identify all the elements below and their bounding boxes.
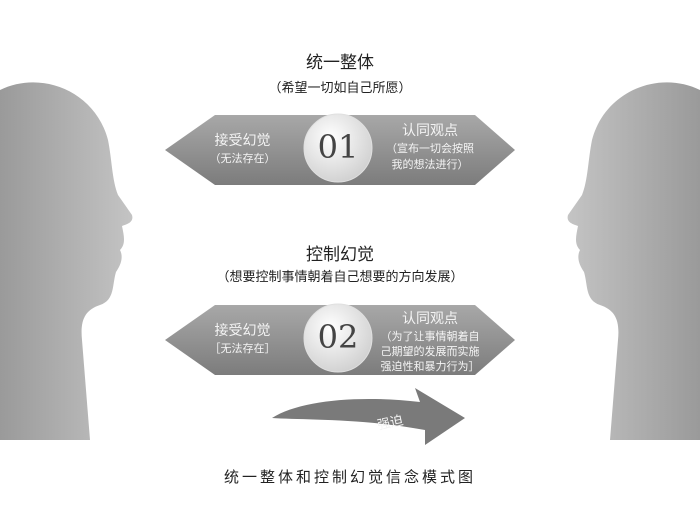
middle-right-title: 认同观点 xyxy=(402,311,458,327)
middle-number-circle xyxy=(303,303,373,373)
top-left-title: 接受幻觉 xyxy=(214,133,271,149)
top-left-sub: （无法存在） xyxy=(209,152,276,165)
middle-number: 02 xyxy=(317,318,359,356)
caption: 统一整体和控制幻觉信念模式图 xyxy=(223,468,476,486)
top-subtitle: （希望一切如自己所愿） xyxy=(268,81,412,96)
top-right-sub2: 我的想法进行） xyxy=(391,158,469,171)
middle-left-title: 接受幻觉 xyxy=(214,323,271,339)
middle-subtitle: （想要控制事情朝着自己想要的方向发展） xyxy=(216,270,464,285)
left-head-silhouette xyxy=(0,82,133,440)
top-right-sub1: （宣布一切会按照 xyxy=(386,142,474,155)
middle-right-sub1: （为了让事情朝着自 xyxy=(380,330,480,343)
middle-left-sub: ［无法存在］ xyxy=(209,342,276,355)
middle-title: 控制幻觉 xyxy=(306,245,374,265)
top-title: 统一整体 xyxy=(306,53,374,73)
top-number: 01 xyxy=(317,128,359,166)
top-number-circle xyxy=(303,113,373,183)
middle-right-sub2: 己期望的发展而实施 xyxy=(380,345,480,358)
curved-arrow xyxy=(272,388,465,445)
right-head-silhouette xyxy=(567,82,700,440)
top-right-title: 认同观点 xyxy=(402,123,458,139)
middle-right-sub3: 强迫性和暴力行为］ xyxy=(380,360,480,373)
